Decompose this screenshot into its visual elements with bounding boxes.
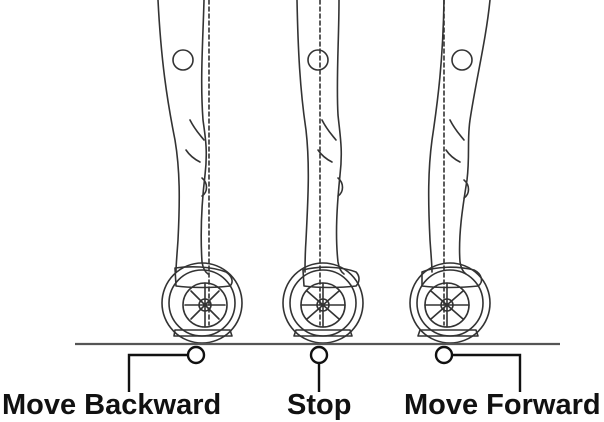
leg-figure-stop [283, 0, 363, 343]
leg-figure-forward [410, 0, 490, 343]
callout-stop [311, 347, 327, 392]
label-move-backward: Move Backward [2, 388, 221, 422]
callout-forward [436, 347, 520, 392]
leg-figure-backward [158, 0, 242, 343]
callout-backward [129, 347, 204, 392]
label-move-forward: Move Forward [404, 388, 601, 422]
label-stop: Stop [287, 388, 351, 422]
